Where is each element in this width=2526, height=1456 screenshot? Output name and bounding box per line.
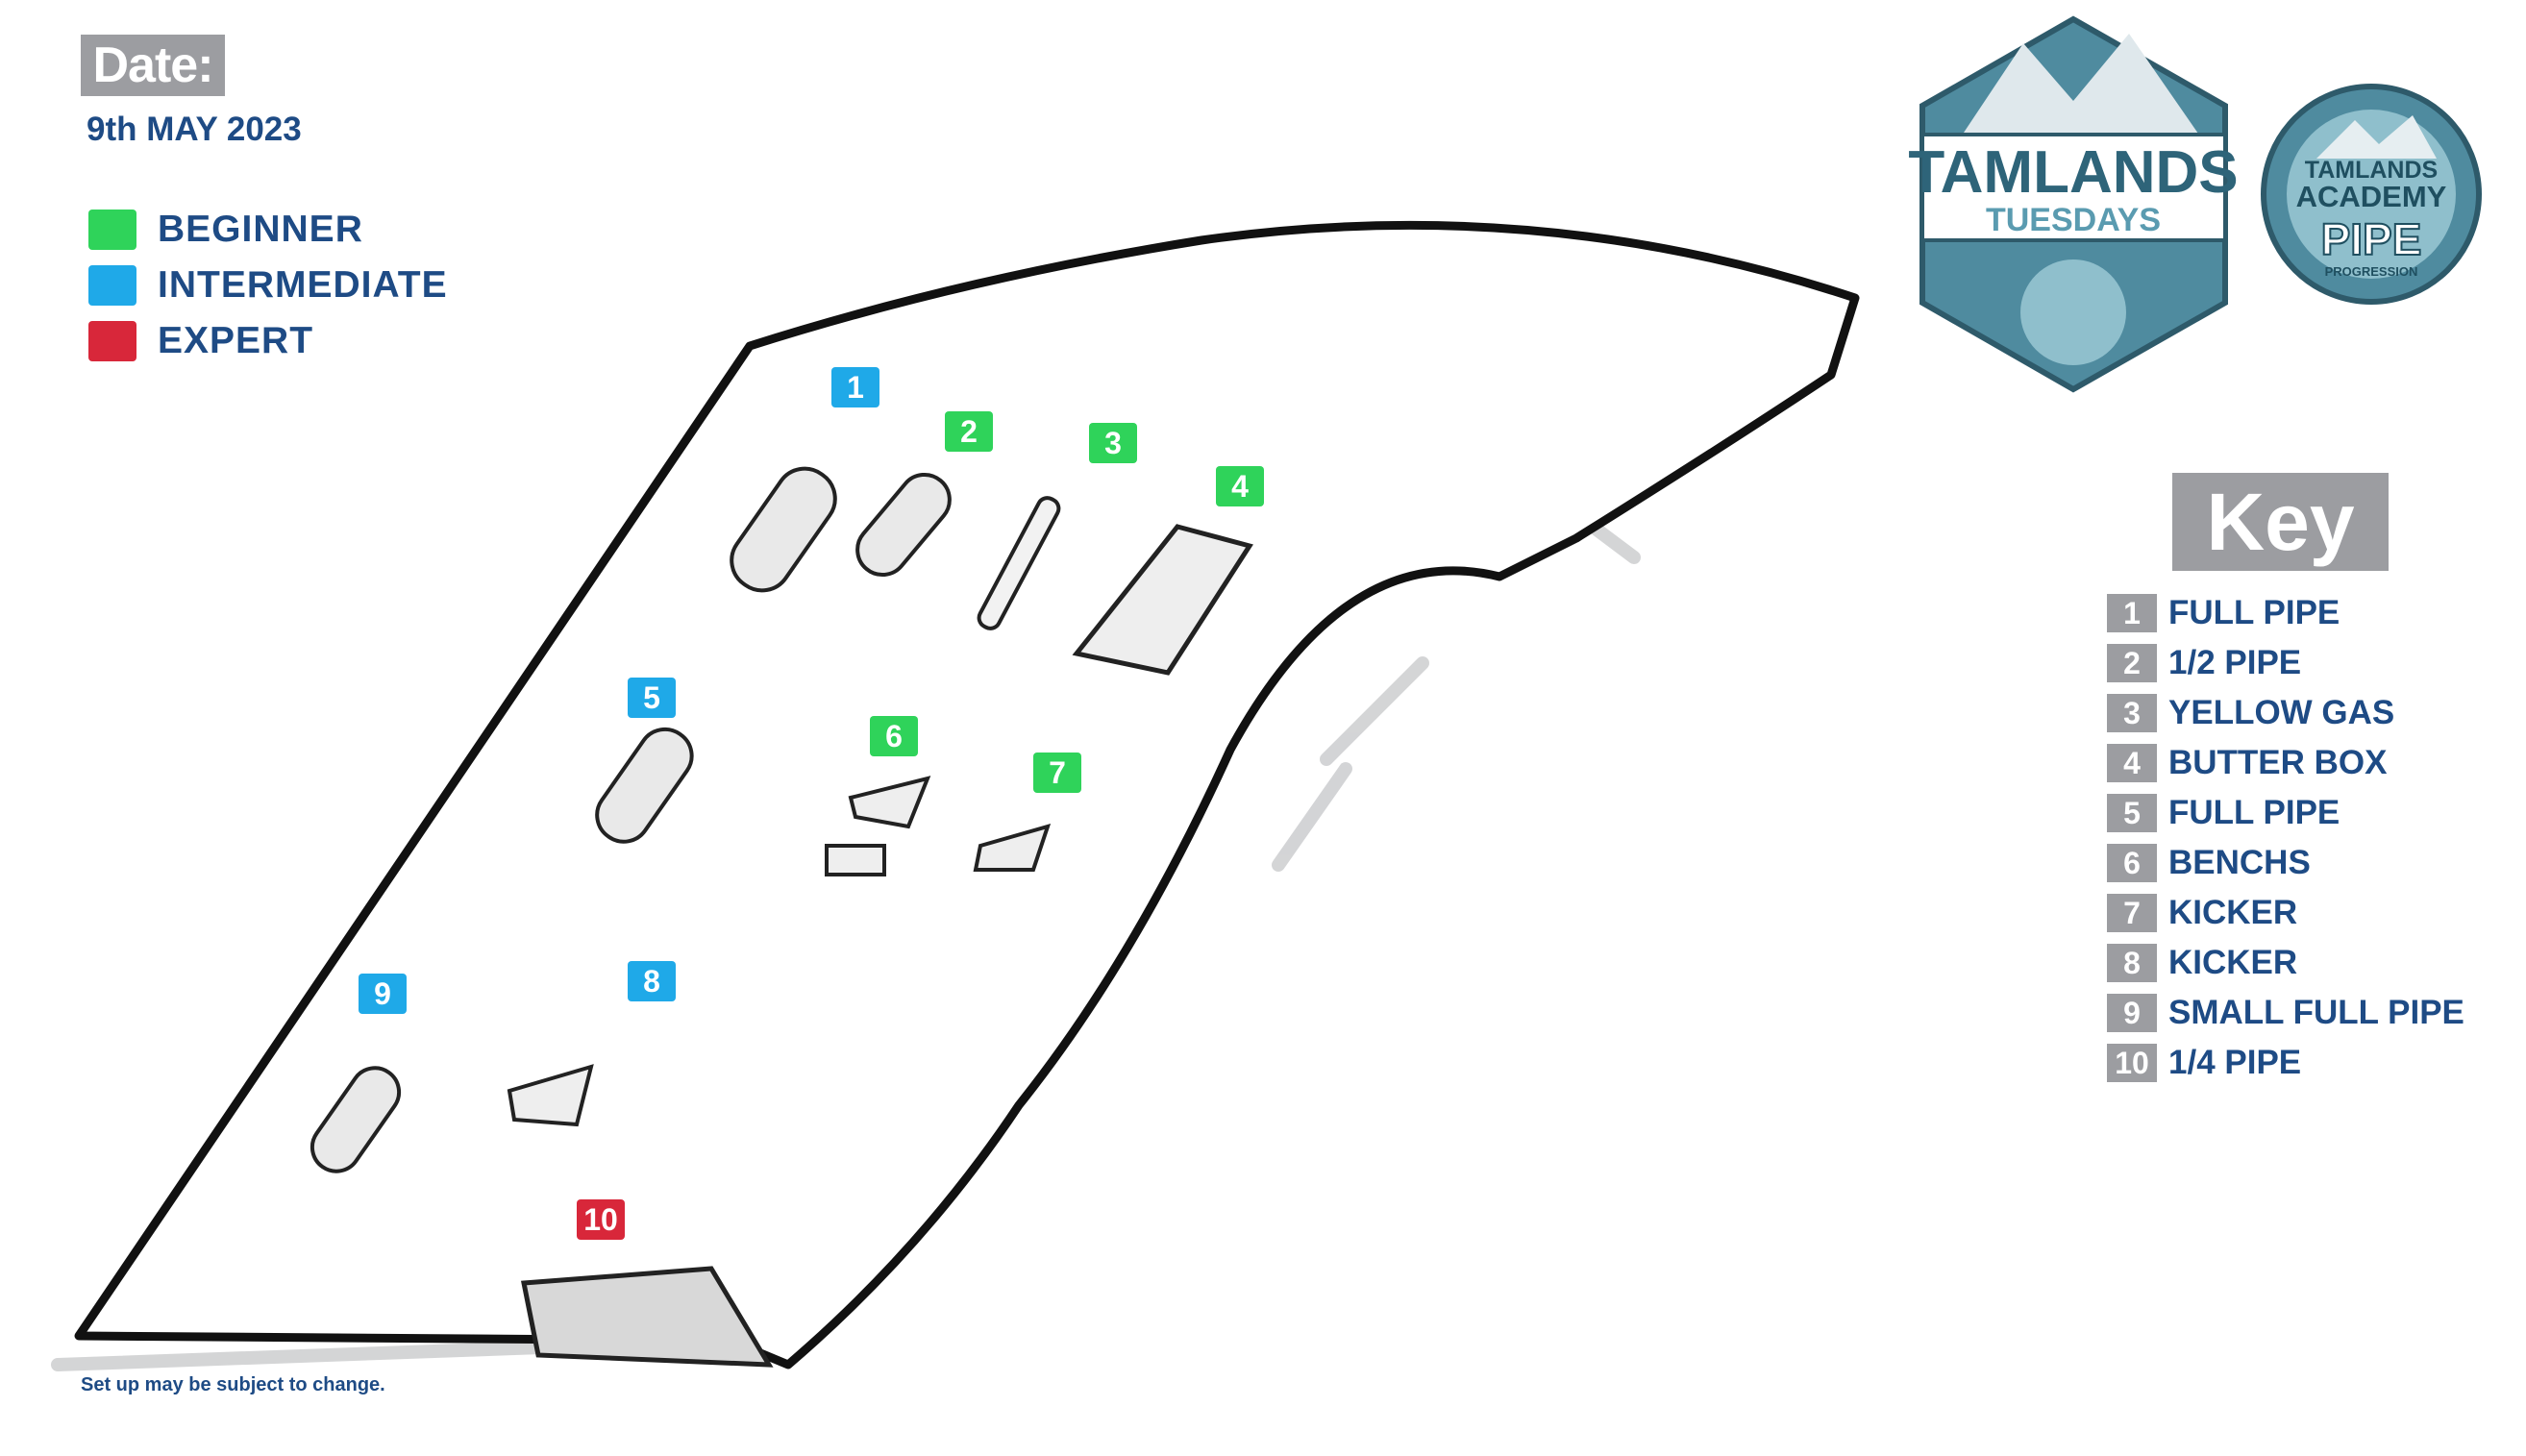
marker-4: 4: [1216, 466, 1264, 506]
academy-line3: PIPE: [2321, 214, 2422, 264]
legend-item-beginner: BEGINNER: [88, 202, 448, 258]
key-label: KICKER: [2168, 894, 2298, 931]
tuesdays-line2: TUESDAYS: [1986, 202, 2161, 238]
feature-9-small-full-pipe: [310, 1066, 402, 1173]
marker-10: 10: [577, 1199, 625, 1240]
key-label: KICKER: [2168, 944, 2298, 981]
key-label: 1/2 PIPE: [2168, 644, 2302, 681]
intermediate-swatch: [88, 265, 136, 306]
key-item: 7 KICKER: [2107, 888, 2464, 938]
marker-7: 7: [1033, 753, 1081, 793]
key-label: FULL PIPE: [2168, 794, 2340, 831]
key-number: 5: [2107, 794, 2157, 832]
feature-4-butter-box: [1072, 524, 1253, 676]
key-number: 10: [2107, 1044, 2157, 1082]
disclaimer: Set up may be subject to change.: [81, 1374, 385, 1395]
expert-swatch: [88, 321, 136, 361]
key-title: Key: [2172, 473, 2389, 571]
marker-9: 9: [359, 974, 407, 1014]
key-number: 8: [2107, 944, 2157, 982]
key-item: 3 YELLOW GAS: [2107, 688, 2464, 738]
key-number: 7: [2107, 894, 2157, 932]
tamlands-tuesdays-logo: TAMLANDS TUESDAYS: [1908, 15, 2239, 393]
tuesdays-line1: TAMLANDS: [1908, 139, 2238, 206]
key-number: 1: [2107, 594, 2157, 632]
marker-2: 2: [945, 411, 993, 452]
key-item: 9 SMALL FULL PIPE: [2107, 988, 2464, 1038]
legend-label: INTERMEDIATE: [158, 264, 448, 306]
key-item: 10 1/4 PIPE: [2107, 1038, 2464, 1088]
academy-line4: PROGRESSION: [2325, 264, 2418, 279]
marker-6: 6: [870, 716, 918, 756]
feature-10-quarter-pipe: [520, 1266, 774, 1368]
key-label: FULL PIPE: [2168, 594, 2340, 631]
key-label: BUTTER BOX: [2168, 744, 2388, 781]
slope-outline: [74, 220, 1860, 1370]
key-label: 1/4 PIPE: [2168, 1044, 2302, 1081]
key-number: 2: [2107, 644, 2157, 682]
academy-line1: TAMLANDS: [2305, 157, 2438, 184]
key-label: SMALL FULL PIPE: [2168, 994, 2464, 1031]
legend-label: EXPERT: [158, 320, 314, 361]
feature-5-full-pipe: [595, 727, 694, 844]
tamlands-academy-logo: TAMLANDS ACADEMY PIPE PROGRESSION: [2261, 84, 2482, 305]
feature-6-benches: [825, 776, 931, 876]
key-item: 5 FULL PIPE: [2107, 788, 2464, 838]
date-label: Date:: [81, 35, 225, 96]
key-label: YELLOW GAS: [2168, 694, 2395, 731]
key-item: 4 BUTTER BOX: [2107, 738, 2464, 788]
key-number: 3: [2107, 694, 2157, 732]
key-item: 8 KICKER: [2107, 938, 2464, 988]
key-label: BENCHS: [2168, 844, 2311, 881]
key-number: 4: [2107, 744, 2157, 782]
legend-label: BEGINNER: [158, 209, 363, 250]
legend-item-intermediate: INTERMEDIATE: [88, 258, 448, 313]
academy-line2: ACADEMY: [2296, 180, 2447, 213]
beginner-swatch: [88, 210, 136, 250]
difficulty-legend: BEGINNER INTERMEDIATE EXPERT: [88, 202, 448, 369]
marker-5: 5: [628, 678, 676, 718]
key-item: 1 FULL PIPE: [2107, 588, 2464, 638]
marker-8: 8: [628, 961, 676, 1001]
key-item: 6 BENCHS: [2107, 838, 2464, 888]
key-item: 2 1/2 PIPE: [2107, 638, 2464, 688]
feature-3-yellow-gas: [977, 496, 1061, 630]
feature-7-kicker: [973, 824, 1052, 872]
feature-1-full-pipe: [730, 466, 837, 593]
feature-2-half-pipe: [855, 472, 952, 578]
marker-1: 1: [831, 367, 879, 407]
key-number: 9: [2107, 994, 2157, 1032]
date-value: 9th MAY 2023: [87, 111, 302, 148]
feature-8-kicker: [507, 1064, 594, 1127]
legend-item-expert: EXPERT: [88, 313, 448, 369]
key-number: 6: [2107, 844, 2157, 882]
marker-3: 3: [1089, 423, 1137, 463]
